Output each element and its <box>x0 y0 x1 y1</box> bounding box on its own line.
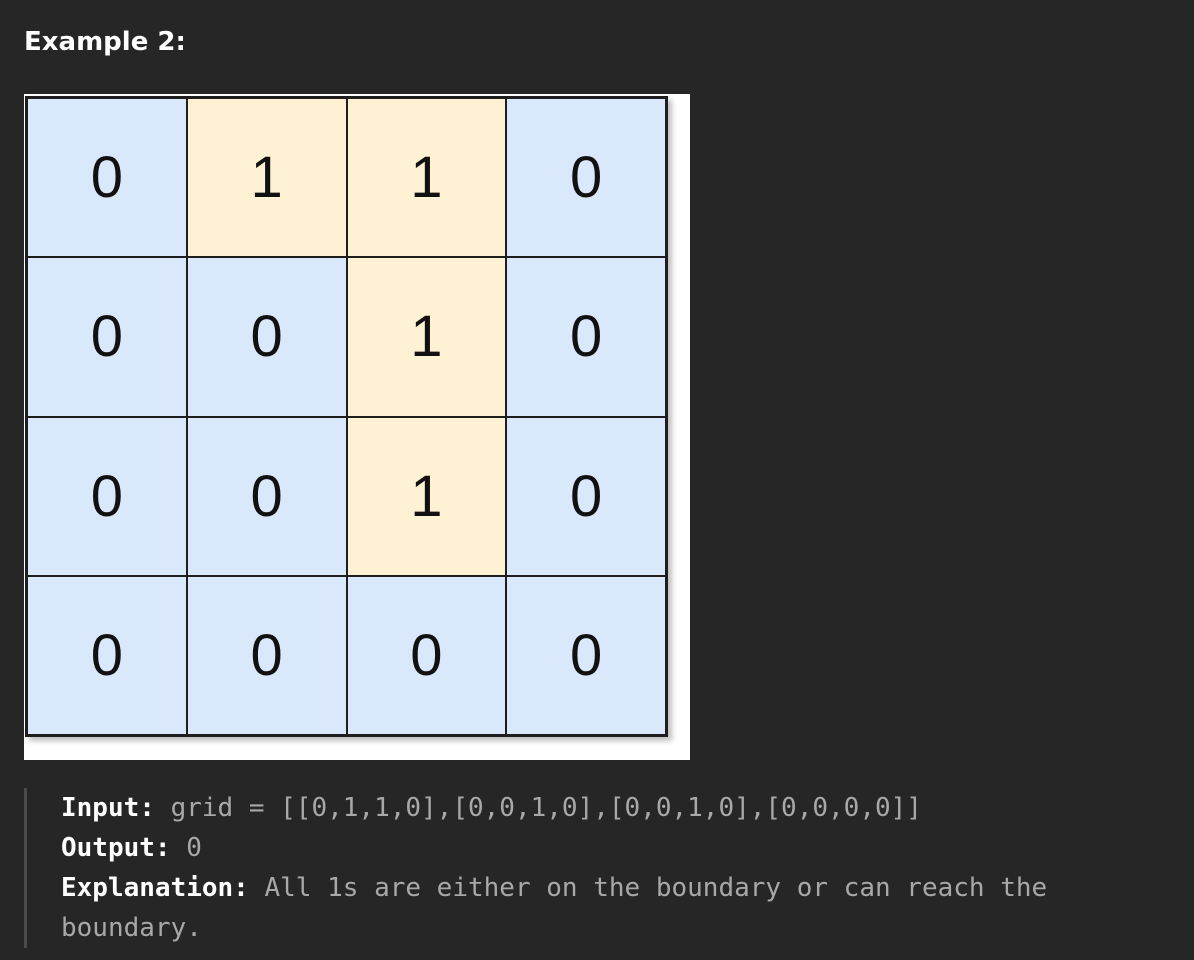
grid-cell: 0 <box>27 257 187 417</box>
grid-cell: 0 <box>506 98 666 258</box>
explanation-value: All 1s are either on the boundary or can… <box>61 873 1063 943</box>
grid-cell: 1 <box>346 257 507 417</box>
input-label: Input: <box>61 793 155 823</box>
grid-cell: 0 <box>186 416 347 576</box>
grid-cell: 1 <box>346 416 507 576</box>
grid-cell: 0 <box>27 98 187 258</box>
grid-cell: 0 <box>506 416 666 576</box>
output-value: 0 <box>186 833 202 863</box>
example-block: Input: grid = [[0,1,1,0],[0,0,1,0],[0,0,… <box>24 788 1174 948</box>
explanation-label: Explanation: <box>61 873 249 903</box>
output-line: Output: 0 <box>61 828 1174 868</box>
grid-cell: 0 <box>506 575 666 735</box>
example-heading: Example 2: <box>24 27 186 57</box>
grid-cell: 0 <box>186 575 347 735</box>
grid-cell: 0 <box>27 575 187 735</box>
grid-cell: 0 <box>346 575 507 735</box>
grid-cell: 1 <box>346 98 507 258</box>
grid-cell: 0 <box>27 416 187 576</box>
explanation-line: Explanation: All 1s are either on the bo… <box>61 868 1174 948</box>
grid-cell: 1 <box>186 98 347 258</box>
grid-cell: 0 <box>506 257 666 417</box>
input-line: Input: grid = [[0,1,1,0],[0,0,1,0],[0,0,… <box>61 788 1174 828</box>
grid-cell: 0 <box>186 257 347 417</box>
output-label: Output: <box>61 833 171 863</box>
input-value: grid = [[0,1,1,0],[0,0,1,0],[0,0,1,0],[0… <box>170 793 922 823</box>
